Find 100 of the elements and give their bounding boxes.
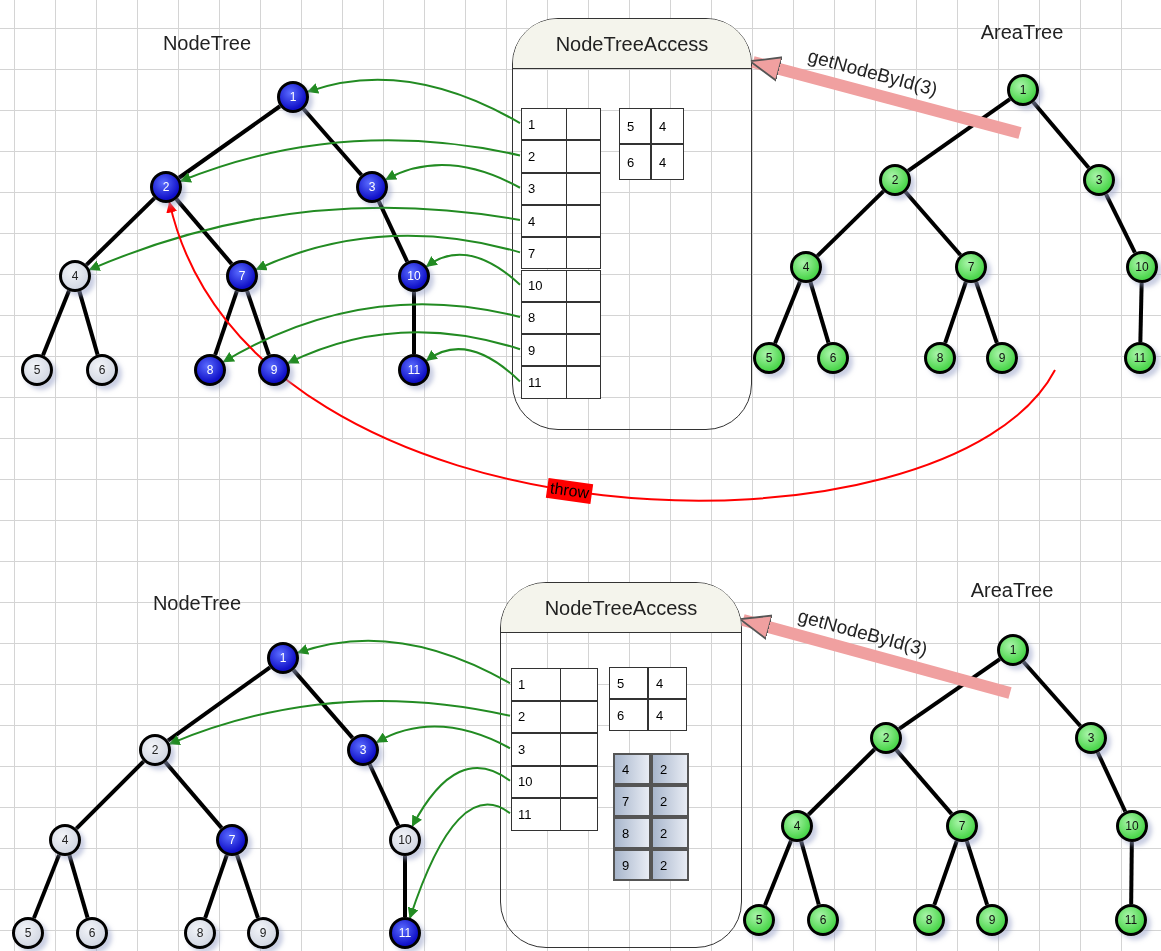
table-row: 1 — [511, 668, 598, 701]
tree-line — [367, 763, 401, 827]
tree-node: 5 — [753, 342, 785, 374]
tree-line — [235, 854, 260, 919]
edge-label: throw — [546, 477, 594, 504]
tree-node: 5 — [743, 904, 775, 936]
curved-arrow — [408, 803, 511, 919]
tree-node: 9 — [986, 342, 1018, 374]
tree-node: 8 — [184, 917, 216, 949]
table-cell: 2 — [651, 849, 689, 881]
tree-title: NodeTree — [162, 31, 252, 55]
tree-title: AreaTree — [980, 20, 1064, 44]
table-row: 11 — [521, 366, 601, 399]
table-row: 7 — [521, 237, 601, 270]
tree-node: 11 — [398, 354, 430, 386]
tree-node: 6 — [807, 904, 839, 936]
rounded-container — [512, 18, 752, 430]
table-cell: 4 — [651, 144, 684, 180]
table-cell: 8 — [613, 817, 651, 849]
curved-arrow — [179, 139, 521, 183]
tree-line — [412, 292, 416, 354]
table-cell: 4 — [648, 699, 687, 731]
tree-node: 2 — [870, 722, 902, 754]
tree-line — [302, 107, 363, 177]
tree-line — [906, 97, 1012, 173]
table-cell: 7 — [613, 785, 651, 817]
block-arrow — [749, 56, 1022, 139]
tree-node: 3 — [1075, 722, 1107, 754]
tree-line — [1129, 841, 1134, 905]
tree-node: 4 — [790, 251, 822, 283]
table-cell: 5 — [609, 667, 648, 699]
tree-line — [964, 840, 990, 906]
table-cell: 6 — [609, 699, 648, 731]
curved-arrow — [168, 201, 1056, 502]
table-row: 10 — [511, 765, 598, 798]
tree-line — [67, 854, 90, 919]
tree-node: 6 — [817, 342, 849, 374]
tree-node: 2 — [139, 734, 171, 766]
tree-line — [943, 281, 968, 344]
tree-line — [808, 281, 831, 344]
tree-node: 4 — [49, 824, 81, 856]
tree-node: 7 — [955, 251, 987, 283]
tree-node: 3 — [1083, 164, 1115, 196]
table-row: 2 — [521, 140, 601, 173]
tree-line — [1022, 660, 1082, 728]
curved-arrow — [88, 206, 521, 272]
tree-line — [1031, 100, 1091, 170]
tree-line — [377, 200, 409, 263]
tree-line — [177, 104, 282, 180]
tree-node: 10 — [1116, 810, 1148, 842]
tree-node: 8 — [924, 342, 956, 374]
tree-line — [816, 189, 885, 258]
tree-title: NodeTree — [152, 591, 242, 615]
tree-line — [904, 190, 962, 257]
curved-arrow — [255, 234, 521, 271]
tree-node: 4 — [781, 810, 813, 842]
tree-node: 8 — [194, 354, 226, 386]
curved-arrow — [425, 348, 521, 383]
table-cell: 4 — [648, 667, 687, 699]
curved-arrow — [287, 331, 521, 364]
table-row: 3 — [511, 733, 598, 766]
curved-arrow — [222, 303, 521, 363]
table-cell: 2 — [651, 785, 689, 817]
tree-node: 10 — [1126, 251, 1158, 283]
tree-line — [799, 840, 821, 906]
tree-line — [763, 840, 793, 906]
tree-node: 9 — [247, 917, 279, 949]
tree-node: 6 — [76, 917, 108, 949]
tree-line — [898, 657, 1001, 731]
curved-arrow — [168, 700, 511, 746]
tree-node: 7 — [226, 260, 258, 292]
tree-line — [74, 759, 146, 831]
table-row: 3 — [521, 172, 601, 205]
tree-line — [974, 281, 999, 344]
tree-node: 3 — [347, 734, 379, 766]
tree-node: 11 — [1124, 342, 1156, 374]
tree-node: 4 — [59, 260, 91, 292]
tree-node: 9 — [258, 354, 290, 386]
tree-line — [77, 290, 100, 356]
table-cell: 6 — [619, 144, 651, 180]
tree-line — [163, 760, 224, 830]
tree-node: 7 — [216, 824, 248, 856]
table-row: 2 — [511, 700, 598, 733]
tree-node: 1 — [277, 81, 309, 113]
curved-arrow — [411, 767, 511, 827]
tree-node: 7 — [946, 810, 978, 842]
tree-line — [245, 290, 271, 356]
tree-title: AreaTree — [970, 578, 1054, 602]
curved-arrow — [425, 253, 521, 286]
tree-line — [32, 854, 61, 919]
curved-arrow — [297, 639, 511, 685]
tree-line — [806, 747, 877, 817]
curved-arrow — [385, 164, 521, 189]
tree-line — [932, 840, 959, 906]
table-row: 10 — [521, 269, 601, 302]
tree-line — [213, 290, 239, 356]
curved-arrow — [375, 725, 511, 750]
tree-line — [174, 197, 234, 266]
table-cell: 4 — [651, 108, 684, 144]
tree-node: 9 — [976, 904, 1008, 936]
